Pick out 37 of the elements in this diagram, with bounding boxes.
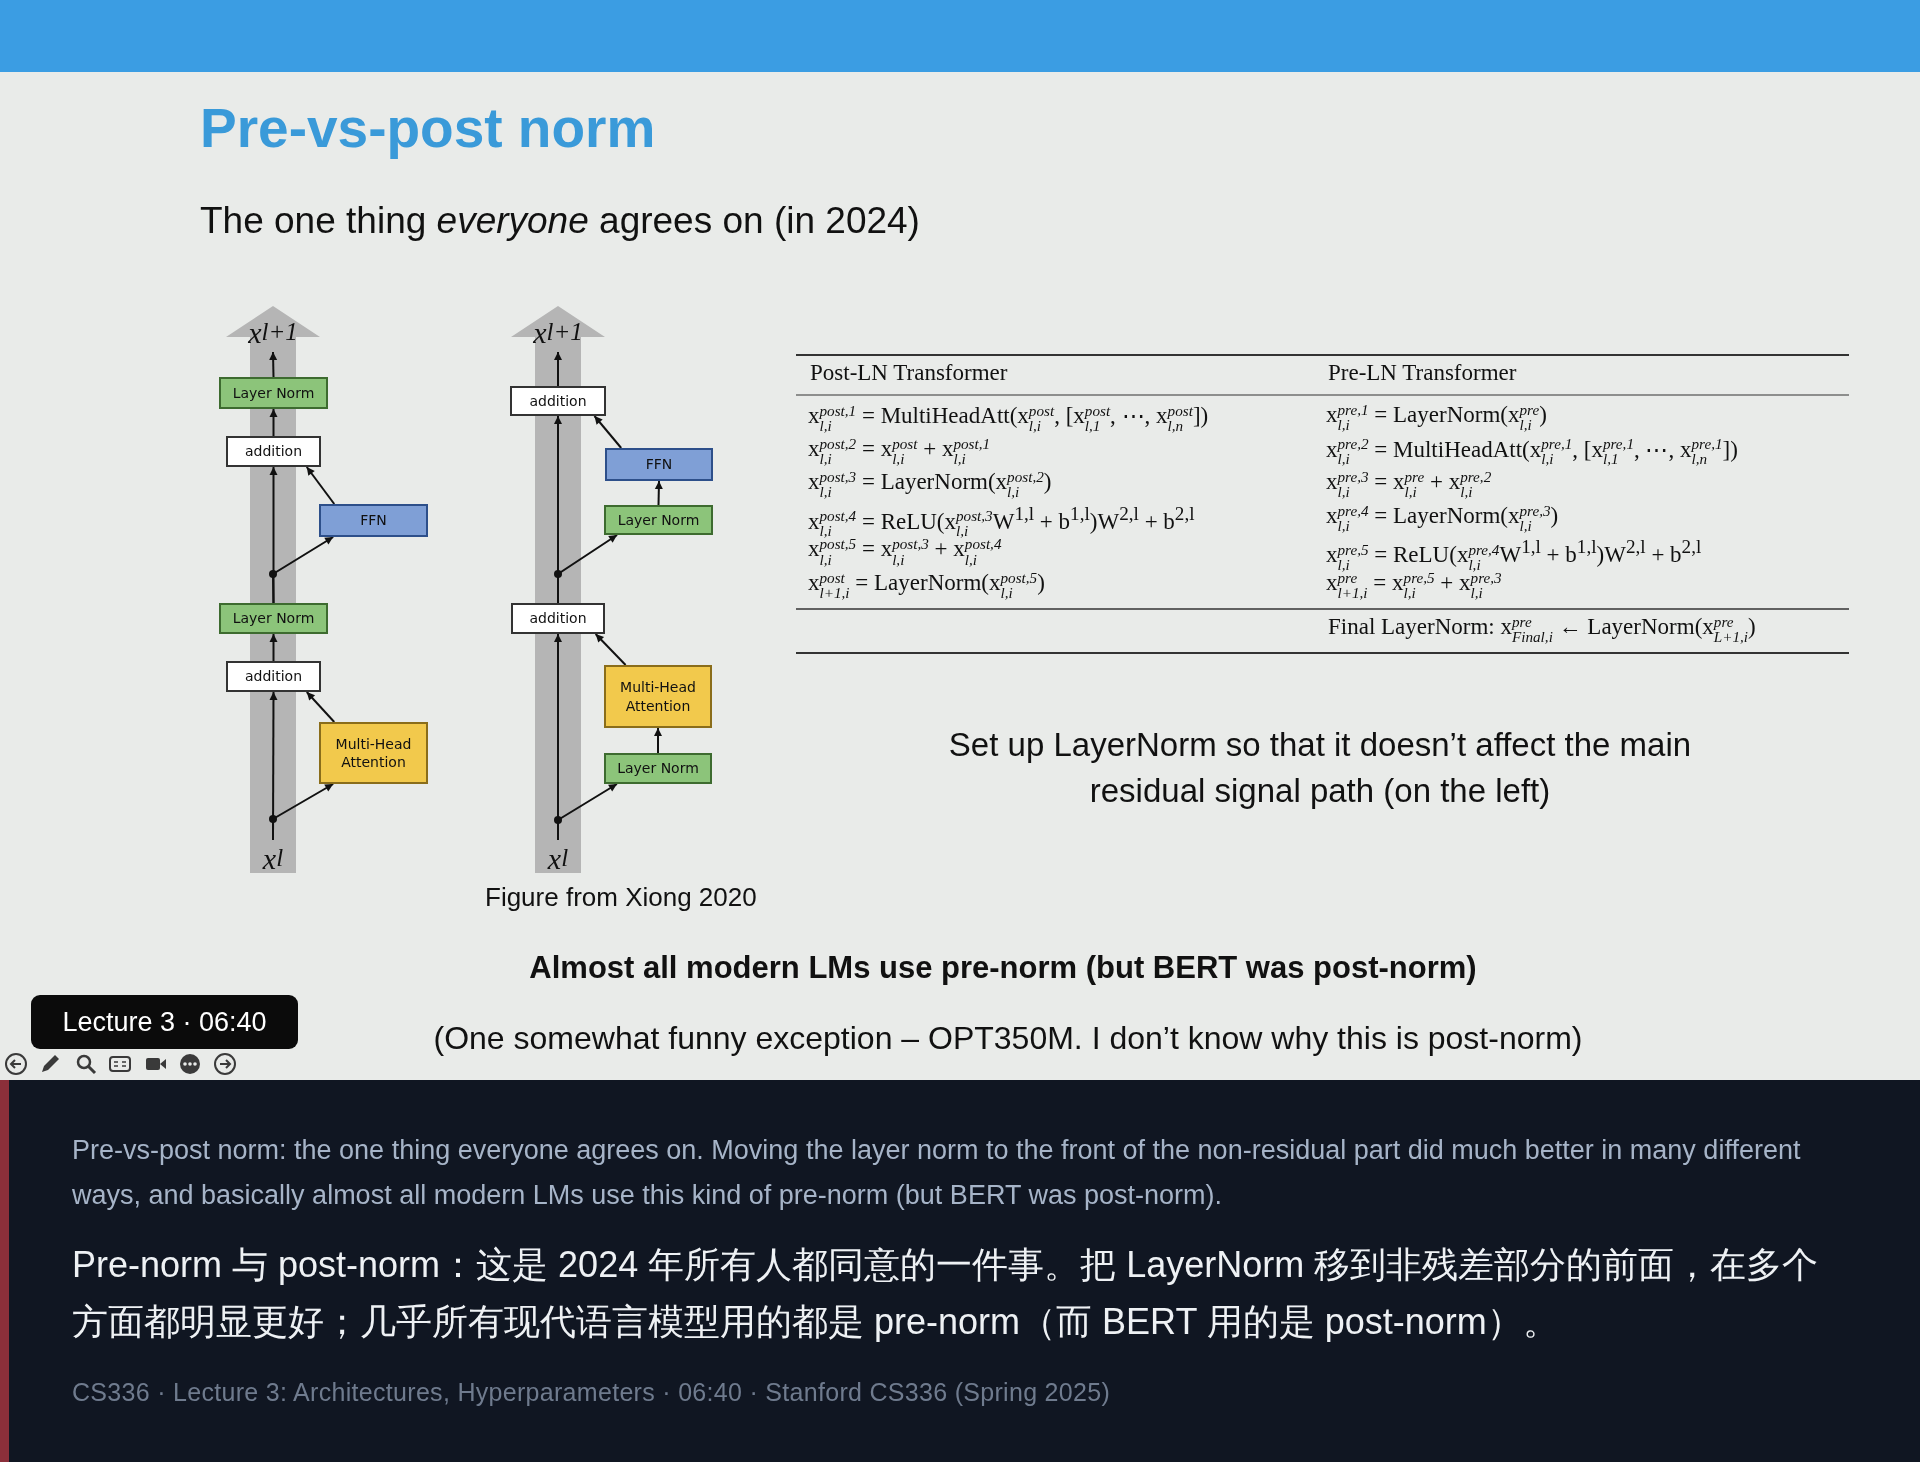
ffn-box: FFN [319, 504, 428, 537]
slide-title: Pre-vs-post norm [200, 96, 656, 160]
figure-credit: Figure from Xiong 2020 [485, 882, 757, 913]
arrow [269, 633, 278, 662]
emphasis-text: Almost all modern LMs use pre-norm (but BERT was post-norm) [528, 950, 1478, 986]
arrow [269, 351, 278, 378]
slide-subtitle: The one thing everyone agrees on (in 2024) [200, 200, 920, 242]
arrow [305, 466, 336, 505]
note-text: (One somewhat funny exception – OPT350M. I don’t know why this is post-norm) [432, 1020, 1584, 1057]
layer-norm-box: Layer Norm [219, 377, 328, 409]
caption-text: Pre-vs-post norm: the one thing everyone agrees on. Moving the layer norm to the front of the non-residual part did much better in many different ways, and basically almost all modern LMs use this kind of pre-norm (but BERT was post-norm). [72, 1134, 1802, 1212]
arrow [593, 415, 623, 449]
attention-box: Multi-Head Attention [604, 665, 712, 728]
table-header: Pre-LN Transformer [1328, 360, 1517, 386]
table-header: Post-LN Transformer [810, 360, 1008, 386]
addition-box: addition [510, 386, 606, 416]
timestamp-badge: Lecture 3 · 06:40 [31, 995, 298, 1049]
attention-box: Multi-Head Attention [319, 722, 428, 784]
arrow [654, 480, 663, 506]
formula: Final LayerNorm: x$^{pre}$$_{Final,i}$ ← LayerNorm(x$^{pre}$$_{L+1,i}$) [1328, 614, 1756, 645]
arrow [305, 691, 336, 723]
footer-text: CS336 · Lecture 3: Architectures, Hyperparameters · 06:40 · Stanford CS336 (Spring 2025) [72, 1378, 1111, 1407]
arrow [269, 408, 278, 437]
layer-norm-box: Layer Norm [604, 753, 712, 784]
arrow [269, 466, 278, 604]
note-text: Set up LayerNorm so that it doesn’t affect the main residual signal path (on the left) [947, 725, 1693, 811]
arrow [272, 536, 335, 604]
addition-box: addition [226, 661, 321, 692]
arrow [654, 727, 662, 754]
arrow [594, 633, 627, 666]
ffn-box: FFN [605, 448, 713, 481]
addition-box: addition [511, 603, 605, 634]
layer-norm-box: Layer Norm [604, 505, 713, 535]
addition-box: addition [226, 436, 321, 467]
arrow [554, 351, 562, 387]
layer-norm-box: Layer Norm [219, 603, 328, 634]
translation-text: Pre-norm 与 post-norm：这是 2024 年所有人都同意的一件事。把 LayerNorm 移到非残差部分的前面，在多个方面都明显更好；几乎所有现代语言模型用的都是 pre-norm（而 BERT 用的是 post-norm）。 [72, 1243, 1820, 1344]
